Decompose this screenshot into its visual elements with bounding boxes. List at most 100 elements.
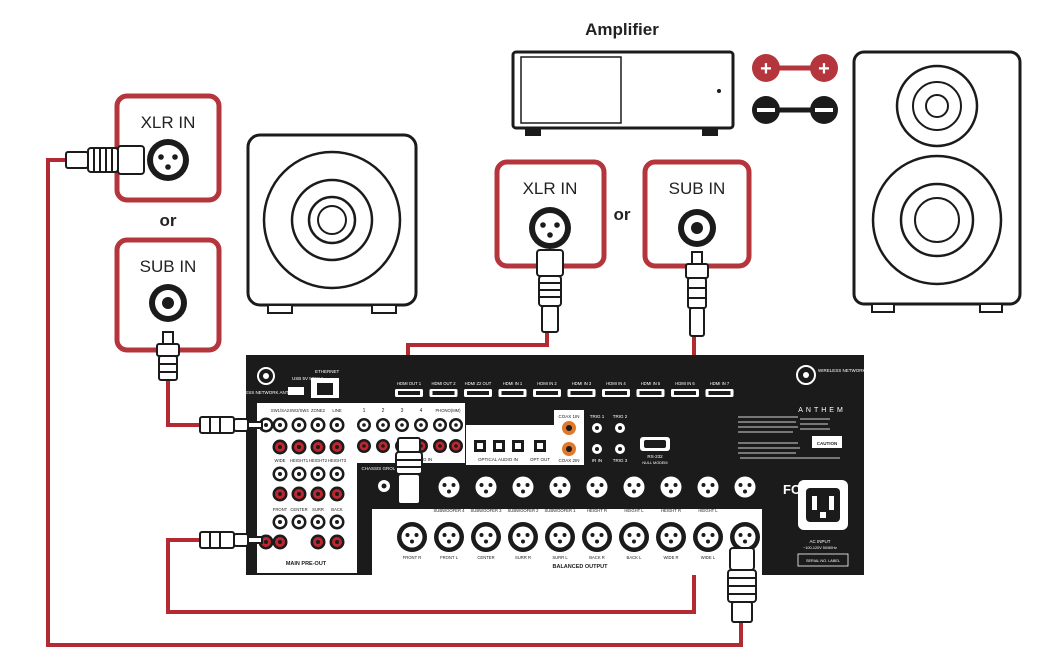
usb-port-icon bbox=[288, 387, 304, 395]
caution-label: CAUTION bbox=[817, 441, 838, 446]
xlr-jack bbox=[471, 472, 501, 502]
balanced-label: SUBWOOFER 1 bbox=[545, 508, 577, 513]
rca-jack bbox=[357, 439, 371, 453]
xlr-jack bbox=[397, 522, 427, 552]
subwoofer-icon bbox=[246, 133, 418, 314]
fcc-logo: FC bbox=[783, 482, 801, 497]
trig1-label: TRIG 1 bbox=[590, 414, 605, 419]
rca-jack bbox=[376, 418, 390, 432]
amplifier-title: Amplifier bbox=[585, 20, 659, 39]
preout-label: LINE bbox=[332, 408, 342, 413]
preout-label: HEIGHT3 bbox=[328, 458, 347, 463]
balanced-label: WIDE L bbox=[701, 555, 716, 560]
amp-rca-label: SUB IN bbox=[669, 179, 726, 198]
amp-xlr-label: XLR IN bbox=[523, 179, 578, 198]
xlr-socket-icon bbox=[529, 207, 571, 249]
xlr-jack bbox=[730, 522, 760, 552]
xlr-jack bbox=[730, 472, 760, 502]
svg-text:+: + bbox=[818, 58, 830, 80]
coax1-label: COAX 1IN bbox=[558, 414, 579, 419]
balanced-label: FRONT L bbox=[440, 555, 459, 560]
preout-label: ZONE2 bbox=[311, 408, 326, 413]
xlr-jack bbox=[508, 522, 538, 552]
sub-or-label: or bbox=[160, 211, 177, 230]
xlr-socket-icon bbox=[147, 139, 189, 181]
preout-label: BACK bbox=[331, 507, 343, 512]
rca-plug-icon bbox=[199, 416, 263, 434]
rca-jack bbox=[449, 418, 463, 432]
main-preout-label: MAIN PRE-OUT bbox=[286, 561, 327, 567]
analog-number-label: 3 bbox=[401, 408, 404, 414]
rca-jack bbox=[272, 514, 288, 530]
hdmi-label: HDMI Z2 OUT bbox=[465, 381, 492, 386]
xlr-jack bbox=[434, 472, 464, 502]
rca-jack bbox=[272, 534, 288, 550]
rca-jack bbox=[291, 417, 307, 433]
rca-socket-icon bbox=[149, 284, 187, 322]
balanced-label: FRONT R bbox=[403, 555, 422, 560]
chassis-ground-label: CHASSIS GROUND bbox=[361, 466, 403, 471]
rca-jack bbox=[329, 534, 345, 550]
balanced-label: HEIGHT L bbox=[624, 508, 644, 513]
hdmi-label: HDMI IN 7 bbox=[710, 381, 730, 386]
svg-text:+: + bbox=[760, 58, 772, 80]
hdmi-label: HDMI IN 1 bbox=[503, 381, 523, 386]
usb-label: USB 5V 500mA bbox=[292, 376, 324, 381]
balanced-output-label: BALANCED OUTPUT bbox=[553, 564, 609, 570]
ac-input-sub-label: ~100-120V 50/60Hz bbox=[803, 546, 837, 550]
preout-label: HEIGHT2 bbox=[309, 458, 328, 463]
optical-in-label: OPTICAL AUDIO IN bbox=[478, 457, 518, 462]
sub-rca-box: SUB IN bbox=[114, 237, 222, 353]
positive-polarity-icon: + + bbox=[752, 54, 838, 82]
rca-jack bbox=[433, 418, 447, 432]
analog-number-label: 1 bbox=[363, 408, 366, 414]
rca-jack bbox=[272, 417, 288, 433]
sub-rca-label: SUB IN bbox=[140, 257, 197, 276]
balanced-label: SUBWOOFER 2 bbox=[508, 508, 540, 513]
xlr-jack bbox=[693, 472, 723, 502]
xlr-jack bbox=[656, 522, 686, 552]
negative-polarity-icon bbox=[752, 96, 838, 124]
xlr-jack bbox=[693, 522, 723, 552]
ac-input-label: AC INPUT bbox=[809, 539, 830, 544]
balanced-label: HEIGHT R bbox=[661, 508, 681, 513]
xlr-jack bbox=[582, 472, 612, 502]
trig3-label: TRIG 3 bbox=[613, 458, 628, 463]
rca-jack bbox=[329, 439, 345, 455]
coax2-label: COAX 2IN bbox=[558, 458, 579, 463]
xlr-plug-icon bbox=[536, 249, 564, 333]
rca-jack bbox=[433, 439, 447, 453]
balanced-label: HEIGHT R bbox=[587, 508, 607, 513]
trig2-label: TRIG 2 bbox=[613, 414, 628, 419]
rca-jack bbox=[376, 439, 390, 453]
rca-jack bbox=[272, 466, 288, 482]
cable-xlr-sub bbox=[46, 158, 743, 647]
rs232-sub-label: NULL MODEM bbox=[642, 461, 667, 465]
preout-label: WIDE bbox=[275, 458, 286, 463]
hdmi-label: HDMI OUT 1 bbox=[397, 381, 422, 386]
hdmi-label: HDMI IN 2 bbox=[537, 381, 557, 386]
xlr-jack bbox=[545, 522, 575, 552]
balanced-label: SUBWOOFER 4 bbox=[434, 508, 466, 513]
rca-jack bbox=[272, 439, 288, 455]
rca-jack bbox=[310, 534, 326, 550]
rca-jack bbox=[310, 417, 326, 433]
rca-jack bbox=[310, 486, 326, 502]
cable-rca-sub bbox=[166, 378, 200, 427]
balanced-label: BACK R bbox=[589, 555, 605, 560]
xlr-jack bbox=[434, 522, 464, 552]
receiver-back-panel: WIRELESS NETWORK ANTENNA USB 5V 500mA ET… bbox=[231, 355, 888, 575]
rca-jack bbox=[329, 466, 345, 482]
xlr-jack bbox=[656, 472, 686, 502]
wireless-right-label: WIRELESS NETWORK ANTENNA bbox=[818, 368, 888, 373]
xlr-jack bbox=[619, 522, 649, 552]
xlr-plug-icon bbox=[395, 437, 423, 505]
balanced-label: BACK L bbox=[627, 555, 643, 560]
rca-jack bbox=[291, 514, 307, 530]
rca-jack bbox=[357, 418, 371, 432]
balanced-label: WIDE R bbox=[663, 555, 678, 560]
rca-jack bbox=[291, 486, 307, 502]
preout-label: SURR bbox=[312, 507, 324, 512]
